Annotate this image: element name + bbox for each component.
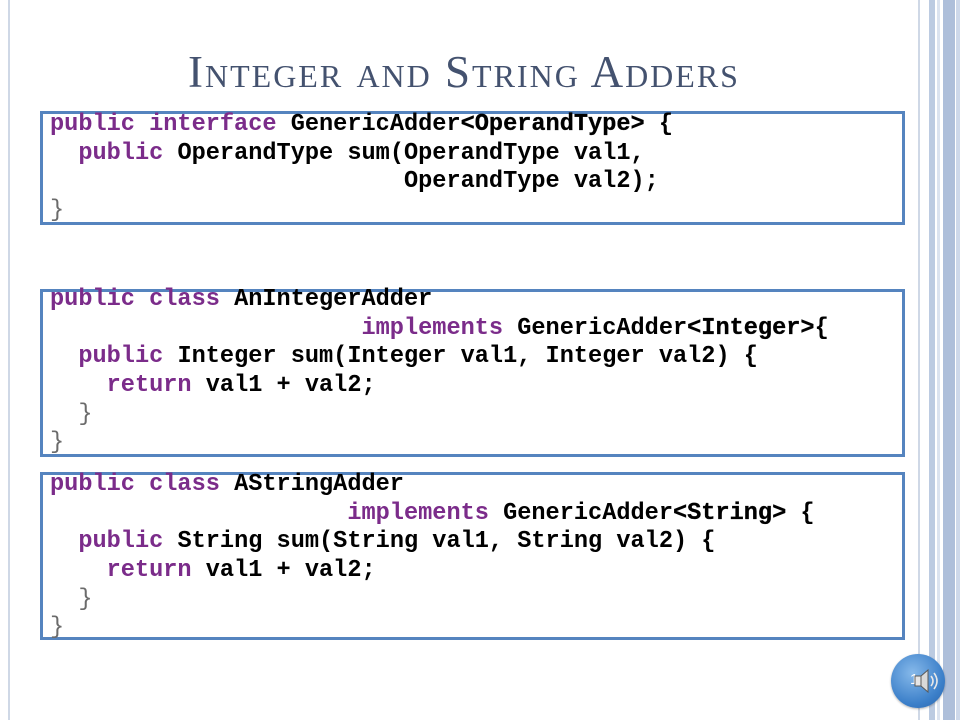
sound-wave [930, 675, 934, 687]
code-line: public class AnIntegerAdder [50, 286, 829, 315]
code-text: { [814, 314, 829, 342]
slide-right-border-line [918, 0, 920, 720]
code-listing: public class AStringAdder implements Gen… [50, 471, 815, 643]
code-line: implements GenericAdder<Integer>{ [50, 314, 829, 344]
code-text: String sum(String val1, String val2) { [163, 528, 716, 556]
code-text: GenericAdder [503, 314, 688, 342]
slide-right-stripe [943, 0, 955, 720]
code-keyword: implements [50, 499, 489, 527]
code-text: Integer sum(Integer val1, Integer val2) … [163, 343, 758, 371]
code-text: OperandType sum(OperandType val1, [163, 139, 645, 167]
slide-title: Integer and String Adders [188, 47, 740, 97]
audio-play-button[interactable]: 1 [891, 654, 945, 708]
code-type-parameter: <String> [672, 499, 787, 527]
code-text: { [644, 111, 673, 138]
speaker-icon[interactable] [913, 666, 941, 696]
code-brace: } [50, 400, 93, 428]
code-keyword: public class [50, 471, 220, 498]
code-block-string-adder-class: public class AStringAdder implements Gen… [40, 471, 905, 643]
code-line: public String sum(String val1, String va… [50, 528, 815, 557]
code-listing: public class AnIntegerAdder implements G… [50, 286, 829, 458]
code-line: public Integer sum(Integer val1, Integer… [50, 343, 829, 372]
code-listing: public interface GenericAdder<OperandTyp… [50, 111, 673, 226]
code-brace: } [50, 429, 65, 457]
code-text: AnIntegerAdder [219, 286, 433, 313]
code-line: } [50, 197, 673, 226]
code-block-generic-adder-interface: public interface GenericAdder<OperandTyp… [40, 111, 905, 225]
slide-right-stripe [929, 0, 935, 720]
slide-left-border-line [8, 0, 10, 720]
code-keyword: return [50, 557, 192, 585]
code-block-integer-adder-class: public class AnIntegerAdder implements G… [40, 286, 905, 458]
sound-wave [933, 672, 938, 690]
code-keyword: public class [50, 286, 220, 313]
slide-number: 1 [910, 671, 919, 688]
code-line: public class AStringAdder [50, 471, 815, 500]
code-keyword: public interface [50, 111, 277, 138]
code-keyword: return [50, 372, 192, 400]
code-brace: } [50, 614, 65, 642]
code-keyword: implements [50, 314, 504, 342]
code-text: AStringAdder [219, 471, 404, 498]
code-text: val1 + val2; [191, 557, 376, 585]
code-text: OperandType val2); [50, 168, 659, 196]
code-line: implements GenericAdder<String> { [50, 499, 815, 529]
code-text: GenericAdder [488, 499, 673, 527]
code-keyword: public [50, 139, 164, 167]
code-type-parameter: <OperandType> [460, 111, 645, 138]
speaker-body [914, 675, 922, 687]
code-line: } [50, 614, 815, 643]
slide-right-stripe [956, 0, 960, 720]
code-line: public OperandType sum(OperandType val1, [50, 140, 673, 169]
code-brace: } [50, 197, 65, 225]
code-line: return val1 + val2; [50, 372, 829, 401]
speaker-icon-graphic [914, 668, 938, 694]
code-line: OperandType val2); [50, 168, 673, 197]
code-line: return val1 + val2; [50, 557, 815, 586]
code-text: val1 + val2; [191, 372, 376, 400]
code-keyword: public [50, 343, 164, 371]
code-line: } [50, 586, 815, 615]
code-line: } [50, 401, 829, 430]
slide-right-stripe [937, 0, 940, 720]
code-brace: } [50, 585, 93, 613]
speaker-cone [920, 668, 929, 694]
code-line: } [50, 429, 829, 458]
code-type-parameter: <Integer> [687, 314, 815, 342]
code-keyword: public [50, 528, 164, 556]
code-text: { [786, 499, 815, 527]
code-text: GenericAdder [276, 111, 461, 138]
code-line: public interface GenericAdder<OperandTyp… [50, 111, 673, 140]
